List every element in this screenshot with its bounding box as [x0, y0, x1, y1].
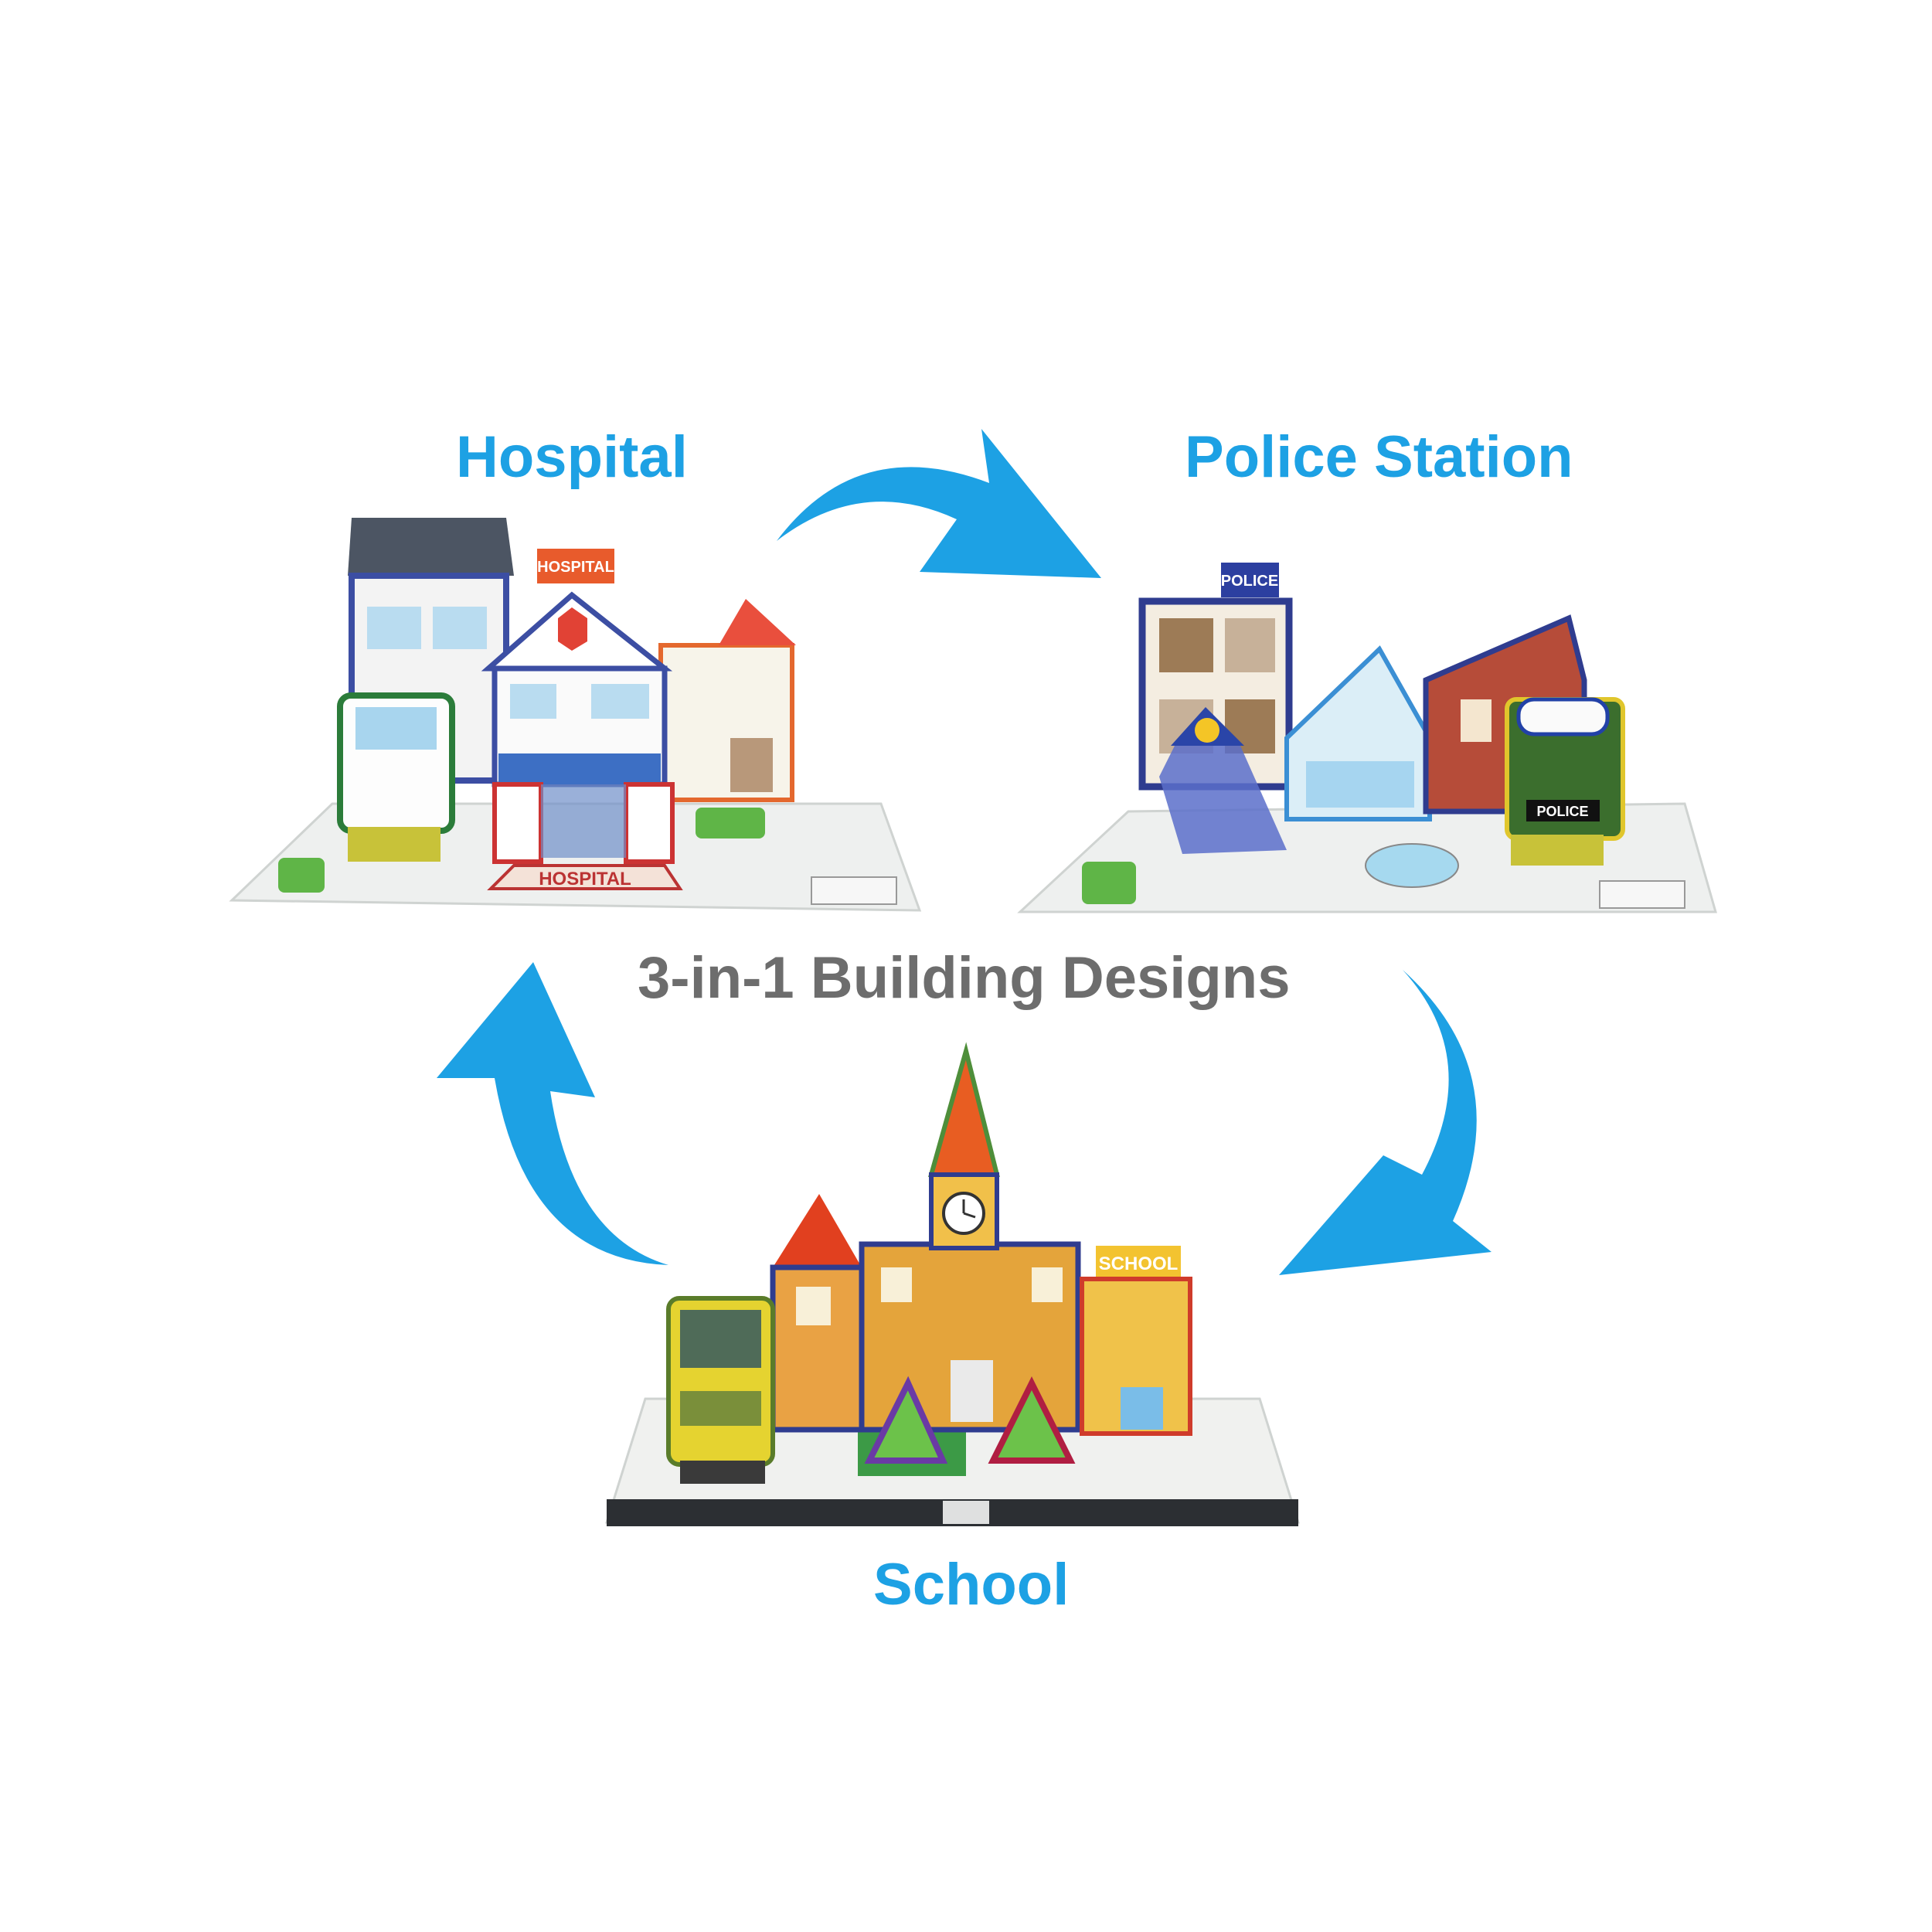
police-station-label: Police Station: [1185, 424, 1573, 490]
hospital-model: HOSPITAL HOSPITAL: [229, 518, 922, 912]
school-triangle-left: [864, 1376, 948, 1464]
hospital-gate-left: [492, 782, 543, 864]
school-tower-roof: [928, 1042, 1000, 1177]
hospital-mat-sign-text: HOSPITAL: [539, 869, 631, 889]
hospital-left-roof: [348, 518, 514, 576]
police-station-model: POLICE POLICE: [1017, 563, 1717, 913]
hospital-gate-right: [624, 782, 675, 864]
school-sign: [1096, 1246, 1181, 1281]
arrow-school-to-hospital-icon: [437, 962, 668, 1265]
center-title: 3-in-1 Building Designs: [638, 945, 1291, 1011]
hospital-mat-sign: [487, 864, 683, 890]
school-sign-text: SCHOOL: [1099, 1253, 1179, 1274]
arrow-police-to-school-icon: [1279, 970, 1492, 1275]
hospital-mat-grass: [278, 858, 325, 893]
hospital-roof-sign-text: HOSPITAL: [537, 559, 614, 576]
school-model: SCHOOL: [604, 1042, 1301, 1526]
school-left-roof: [773, 1194, 862, 1267]
hospital-label: Hospital: [456, 424, 688, 490]
school-triangle-right: [988, 1376, 1076, 1464]
police-roof-sign: [1221, 563, 1279, 597]
police-truck-plate-text: POLICE: [1536, 804, 1588, 819]
school-label: School: [873, 1552, 1070, 1617]
police-fountain: [1365, 843, 1459, 888]
arrow-hospital-to-police-icon: [777, 429, 1101, 578]
hospital-roof-sign: [537, 549, 614, 583]
police-roof-sign-text: POLICE: [1221, 573, 1278, 590]
